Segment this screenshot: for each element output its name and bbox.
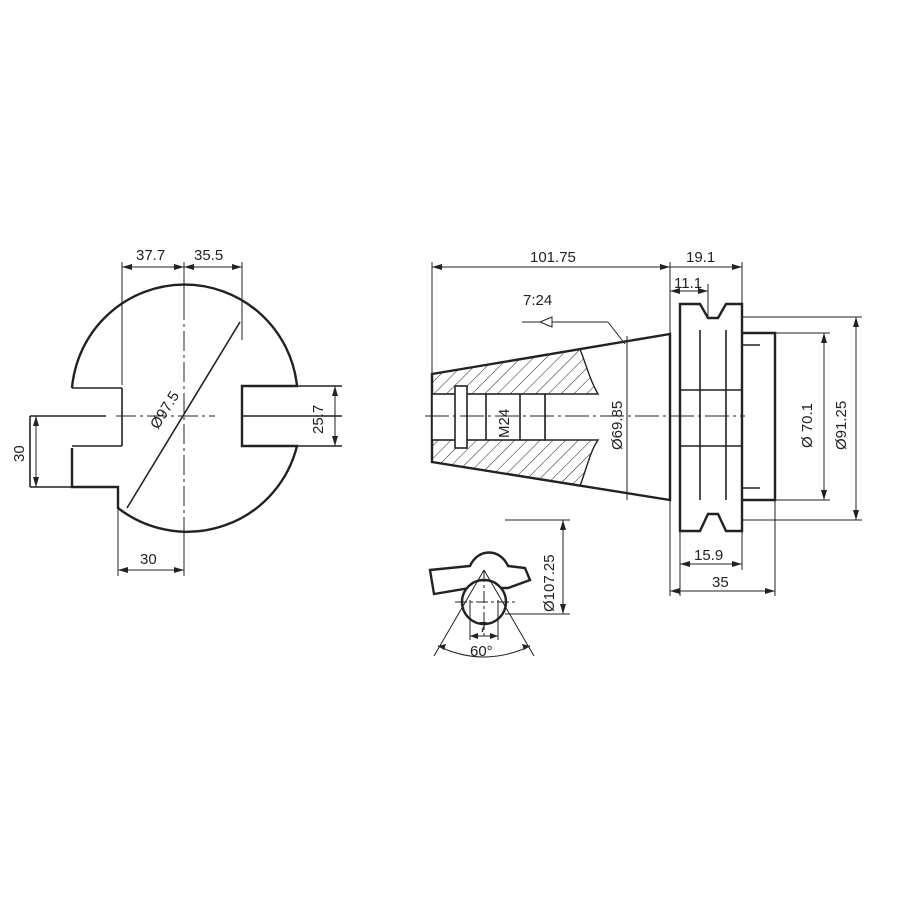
side-view: 101.75 19.1 11.1 7:24 M24 Ø69.85 Ø 70.1 bbox=[425, 249, 862, 596]
front-view-diameter-line bbox=[126, 321, 241, 509]
side-view-dim-overall-flange-length: 35 bbox=[712, 574, 729, 591]
side-view-dim-groove-diameter: Ø 70.1 bbox=[799, 403, 816, 448]
front-view: 37.7 35.5 Ø97.5 25.7 30 30 bbox=[11, 247, 342, 576]
side-view-dim-flange-offset: 11.1 bbox=[674, 275, 702, 292]
side-view-dim-pilot-length: 15.9 bbox=[694, 547, 723, 564]
front-view-dim-slot-height: 25.7 bbox=[310, 405, 327, 434]
detail-view-dim-diameter: Ø107.25 bbox=[541, 554, 558, 612]
front-view-dim-left-width: 37.7 bbox=[136, 247, 165, 264]
side-view-dim-taper-length: 101.75 bbox=[530, 249, 576, 266]
side-view-dim-flange-diameter: Ø91.25 bbox=[833, 401, 850, 450]
front-view-outline bbox=[70, 283, 299, 533]
front-view-dim-bottom-width: 30 bbox=[140, 551, 157, 568]
detail-view-dim-width: 7 bbox=[479, 619, 487, 636]
detail-view: Ø107.25 7 60° bbox=[428, 519, 570, 660]
side-view-taper-ratio: 7:24 bbox=[523, 292, 552, 309]
side-view-dim-taper-diameter: Ø69.85 bbox=[609, 401, 626, 450]
pilot bbox=[742, 331, 777, 502]
detail-view-dim-angle: 60° bbox=[470, 643, 493, 660]
front-view-dim-keyway-height: 30 bbox=[11, 445, 28, 462]
flange bbox=[678, 302, 744, 533]
side-view-dim-flange-width: 19.1 bbox=[686, 249, 715, 266]
taper-bore bbox=[431, 393, 546, 441]
front-view-dim-right-width: 35.5 bbox=[194, 247, 223, 264]
side-view-thread: M24 bbox=[496, 409, 513, 438]
